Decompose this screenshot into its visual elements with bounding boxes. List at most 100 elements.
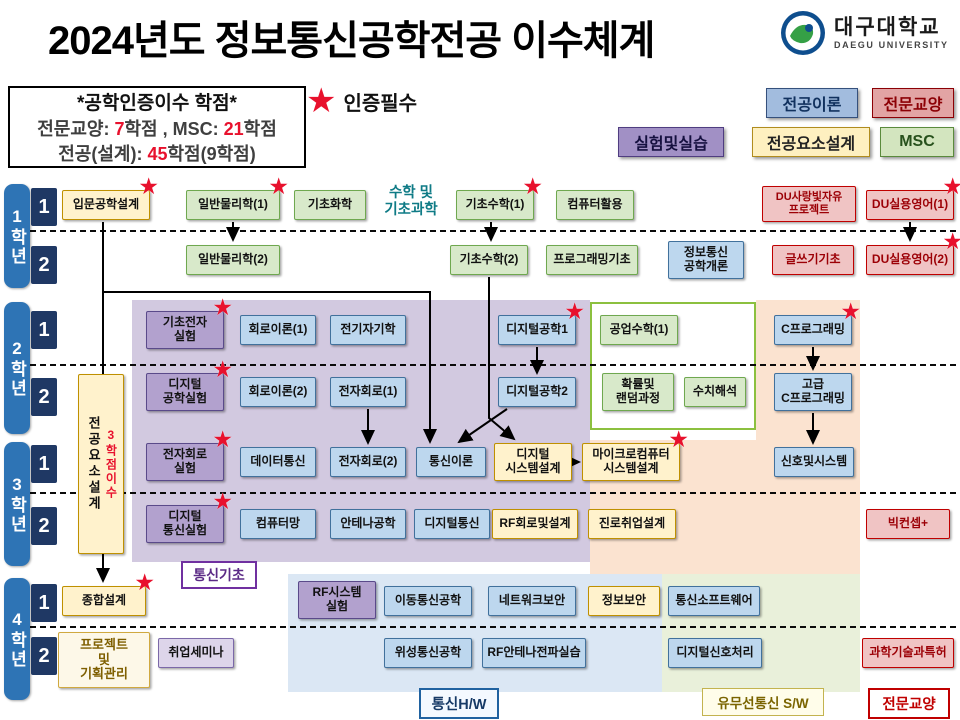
note-liberal-bottom: 전문교양 [868,688,950,719]
course-label: DU실용영어(2) [871,252,949,267]
course-box: 디지털공학2 [498,377,576,407]
credit-value: 전공(설계): [58,144,148,164]
divider-sem2 [30,364,956,366]
university-name: 대구대학교 DAEGU UNIVERSITY [834,16,949,49]
course-label: 기초화학 [307,197,353,212]
course-box: 기초화학 [294,190,366,220]
course-box: 기초수학(1)★ [456,175,543,220]
course-label: 마이크로컴퓨터 시스템설계 [592,447,670,475]
course-label: 프로그래밍기초 [553,252,631,267]
course-label: 공업수학(1) [609,322,669,337]
semester-label: 2 [31,378,57,416]
course-box: 일반물리학(1)★ [186,175,289,220]
course-label: 기초수학(2) [459,252,519,267]
course-box: 기초수학(2) [450,245,528,275]
required-star-icon: ★ [212,426,233,452]
year-label: 2학년 [4,302,30,434]
course-box: 종합설계★ [62,571,155,616]
course-label: 빅컨셉+ [887,516,929,531]
course-box: 취업세미나 [158,638,234,668]
course-box: 일반물리학(2) [186,245,280,275]
course-label: 디지털공학2 [506,384,568,399]
course-label: 프로젝트 및 기획관리 [80,636,128,682]
course-box: 회로이론(2) [240,377,316,407]
semester-label: 1 [31,445,57,483]
course-label: 기초수학(1) [465,197,525,212]
course-label: 네트워크보안 [498,593,566,608]
course-label: 종합설계 [81,593,127,608]
course-label: 데이터통신 [250,454,306,469]
course-box: 전자회로(1) [330,377,406,407]
course-label: 전자회로(2) [338,454,398,469]
semester-label: 2 [31,507,57,545]
course-label: 전자회로(1) [338,384,398,399]
course-label: 수치해석 [692,384,738,399]
course-box: 디지털통신 [414,509,490,539]
credit-value: 7 [114,119,125,139]
course-label: 통신소프트웨어 [675,593,753,608]
course-label: 과학기술과특허 [869,645,947,660]
university-name-kr: 대구대학교 [834,16,941,40]
required-star-icon: ★ [268,173,289,199]
course-label: 정보보안 [601,593,647,608]
semester-label: 1 [31,584,57,622]
course-label: 위성통신공학 [394,645,462,660]
year-label: 3학년 [4,442,30,566]
course-box: 과학기술과특허 [862,638,954,668]
note-comm-hw: 통신H/W [419,688,499,719]
course-label: 안테나공학 [340,516,396,531]
course-box: 위성통신공학 [384,638,472,668]
course-box: 디지털신호처리 [668,638,762,668]
credit-value: 학점 [243,119,277,139]
course-box: 빅컨셉+ [866,509,950,539]
course-label: 전공요소설계 [86,416,102,512]
course-box: 디지털공학1★ [498,300,585,345]
course-box: 기초전자 실험★ [146,296,233,349]
required-star-icon: ★ [668,426,689,452]
required-star-icon: ★ [212,356,233,382]
required-star-icon: ★ [942,228,960,254]
divider-sem1 [30,230,956,232]
required-star-legend: ★ 인증필수 [306,84,417,118]
course-box: 진로취업설계 [588,509,676,539]
course-box: 디지털 공학실험★ [146,358,233,411]
university-name-en: DAEGU UNIVERSITY [834,39,949,50]
course-label: 회로이론(1) [248,322,308,337]
course-label: DU실용영어(1) [871,197,949,212]
course-box: 회로이론(1) [240,315,316,345]
course-box: 안테나공학 [330,509,406,539]
university-logo-icon [781,11,825,55]
year-label: 1학년 [4,184,30,288]
course-label: 디지털 공학실험 [162,377,208,405]
course-box: DU실용영어(1)★ [866,175,960,220]
course-box: RF회로및설계 [492,509,578,539]
course-label: 컴퓨터활용 [567,197,623,212]
year-label: 4학년 [4,578,30,700]
course-label: 기초전자 실험 [162,315,208,343]
course-label: 전자회로 실험 [162,447,208,475]
course-box: 통신이론 [416,447,486,477]
note-wireless-sw: 유무선통신 S/W [702,688,824,716]
required-star-icon: ★ [138,173,159,199]
course-box: DU실용영어(2)★ [866,230,960,275]
course-box: 신호및시스템 [774,447,854,477]
credit-value: 학점(9학점) [167,144,256,164]
course-label: RF안테나전파실습 [487,645,581,660]
course-box: 전자회로(2) [330,447,406,477]
note-comm-basic: 통신기초 [181,561,257,589]
course-box: 데이터통신 [240,447,316,477]
course-label: 고급 C프로그래밍 [781,377,845,405]
course-label: 진로취업설계 [598,516,666,531]
credit-info-box: *공학인증이수 학점* 전문교양: 7학점 , MSC: 21학점 전공(설계)… [8,86,306,168]
legend-msc: MSC [880,127,954,157]
credit-value: 학점 , MSC: [124,119,224,139]
course-box: 고급 C프로그래밍 [774,373,852,411]
course-label: 통신이론 [428,454,474,469]
credit-value: 21 [223,119,244,139]
course-label: DU사랑빛자유 프로젝트 [775,191,843,216]
course-label: 컴퓨터망 [255,516,301,531]
course-label: 디지털신호처리 [676,645,754,660]
course-box: 컴퓨터망 [240,509,316,539]
